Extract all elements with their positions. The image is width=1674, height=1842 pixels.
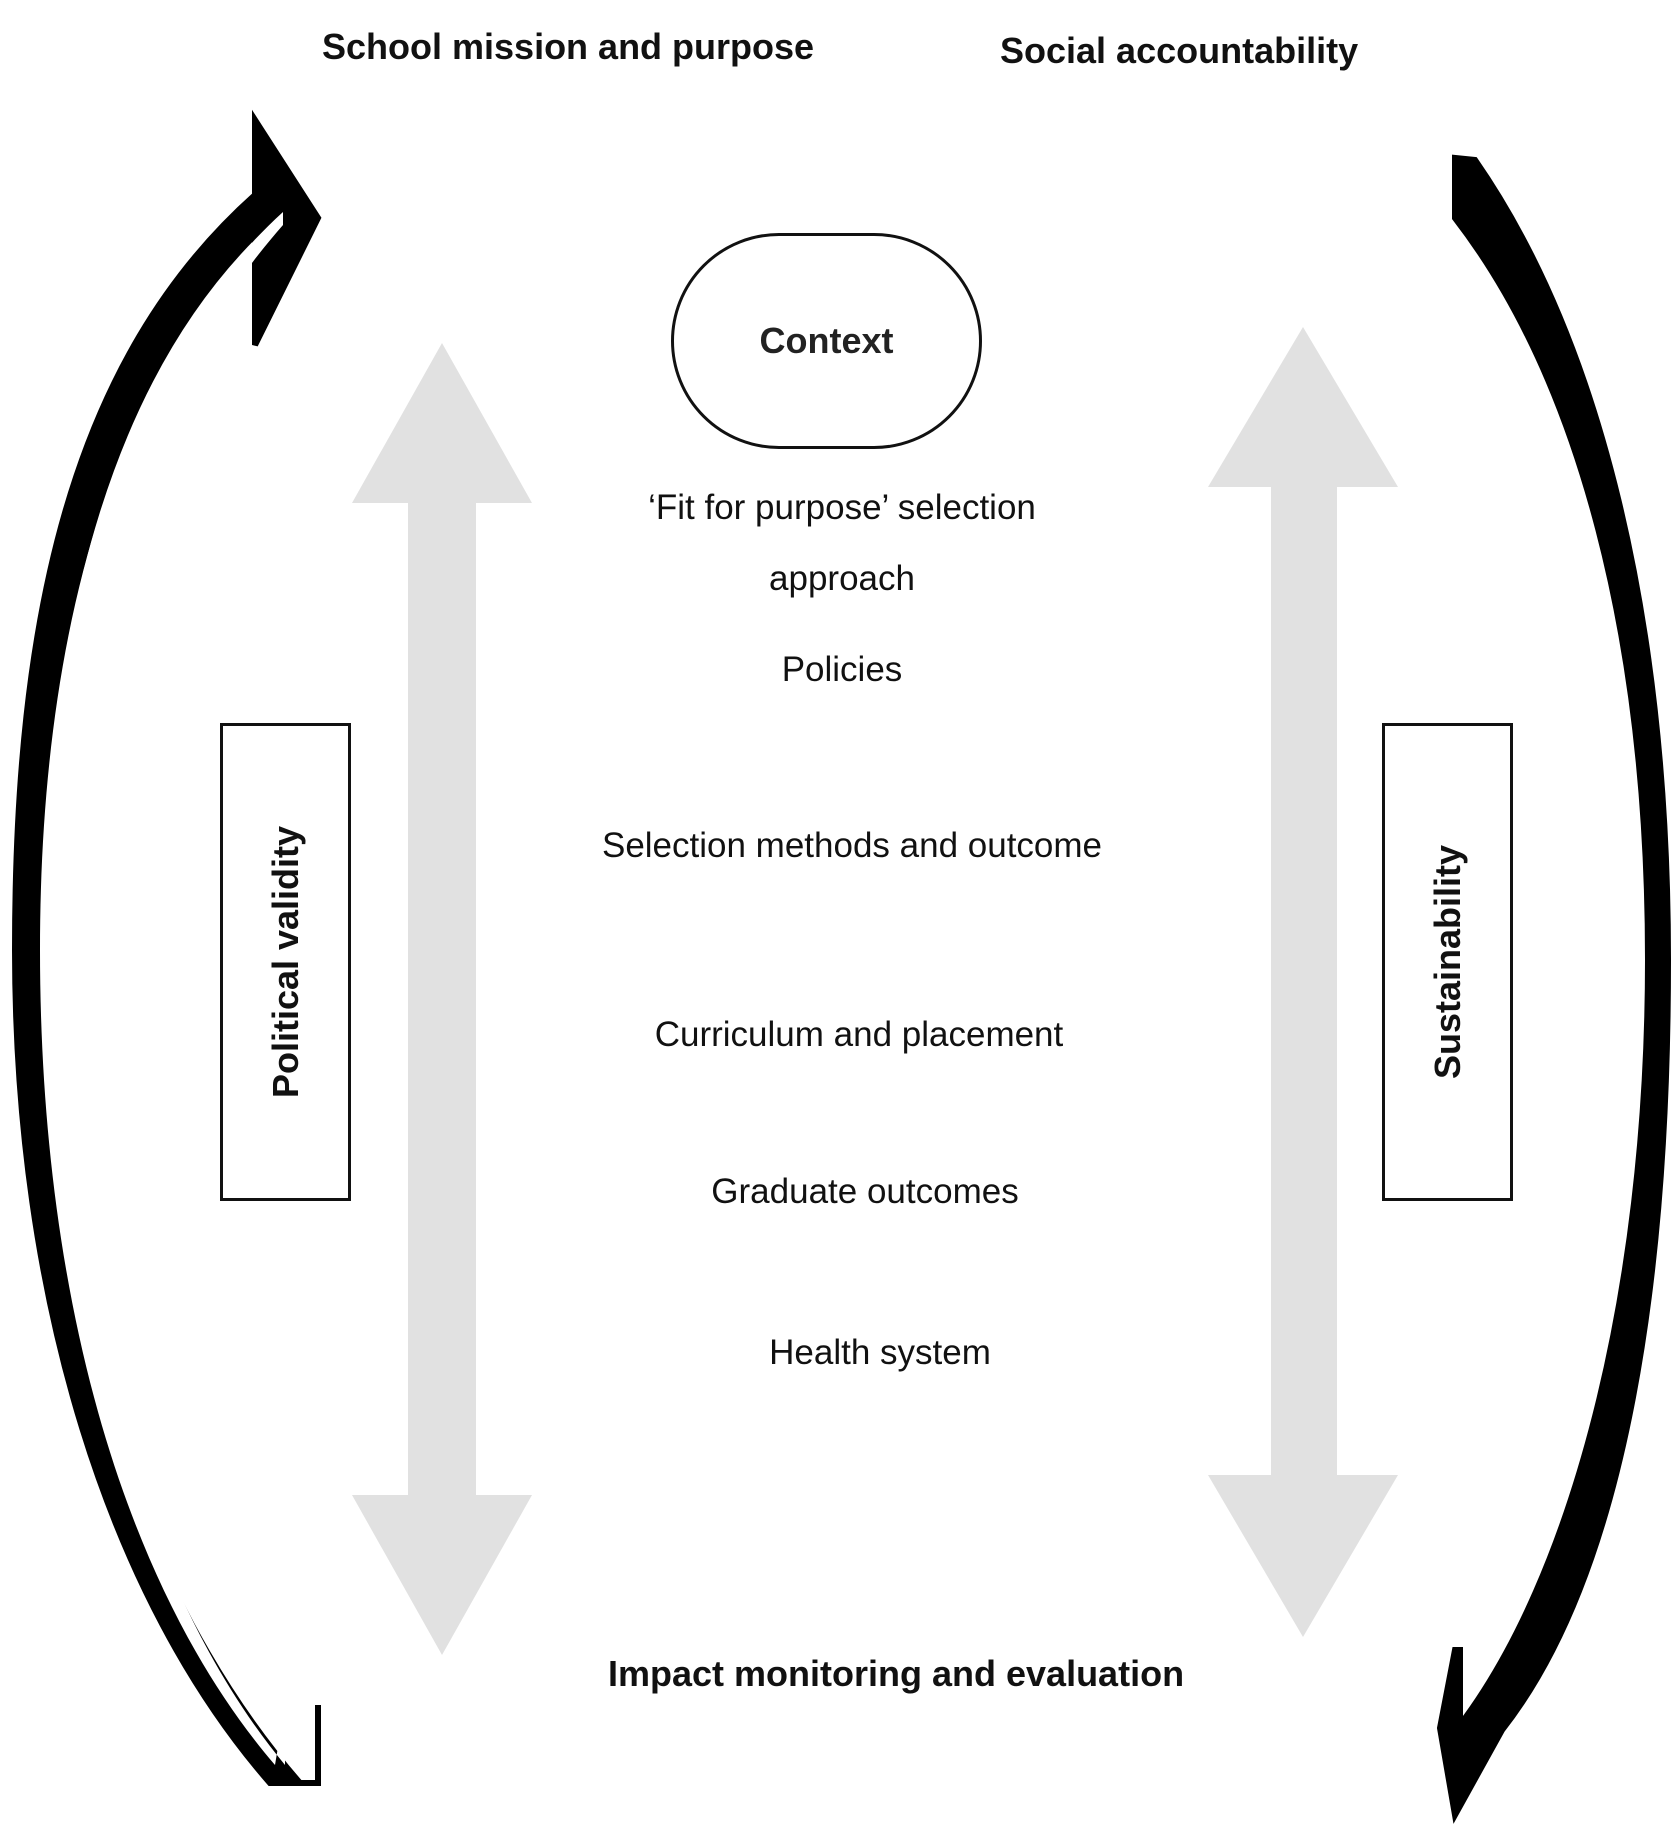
policies-label: Policies bbox=[781, 650, 903, 689]
curriculum-label: Curriculum and placement bbox=[654, 1015, 1064, 1054]
social-accountability-title: Social accountability bbox=[1000, 30, 1359, 71]
political-validity-box: Political validity bbox=[220, 723, 351, 1201]
fit-for-purpose-line1: ‘Fit for purpose’ selection bbox=[648, 488, 1036, 527]
context-oval: Context bbox=[671, 233, 982, 449]
health-system-label: Health system bbox=[769, 1333, 991, 1372]
left-cycle-arrow-inner bbox=[40, 212, 285, 1765]
right-double-arrow bbox=[1208, 327, 1398, 1637]
left-double-arrow bbox=[352, 343, 532, 1655]
sustainability-box: Sustainability bbox=[1382, 723, 1513, 1201]
selection-methods-label: Selection methods and outcome bbox=[601, 826, 1103, 865]
graduate-outcomes-label: Graduate outcomes bbox=[711, 1172, 1019, 1211]
right-cycle-arrow bbox=[1436, 154, 1672, 1824]
fit-for-purpose-line2: approach bbox=[769, 559, 915, 598]
political-validity-label: Political validity bbox=[264, 825, 306, 1099]
impact-monitoring-title: Impact monitoring and evaluation bbox=[608, 1653, 1185, 1694]
context-label: Context bbox=[759, 320, 894, 361]
sustainability-label: Sustainability bbox=[1426, 844, 1468, 1080]
school-mission-title: School mission and purpose bbox=[322, 26, 815, 67]
